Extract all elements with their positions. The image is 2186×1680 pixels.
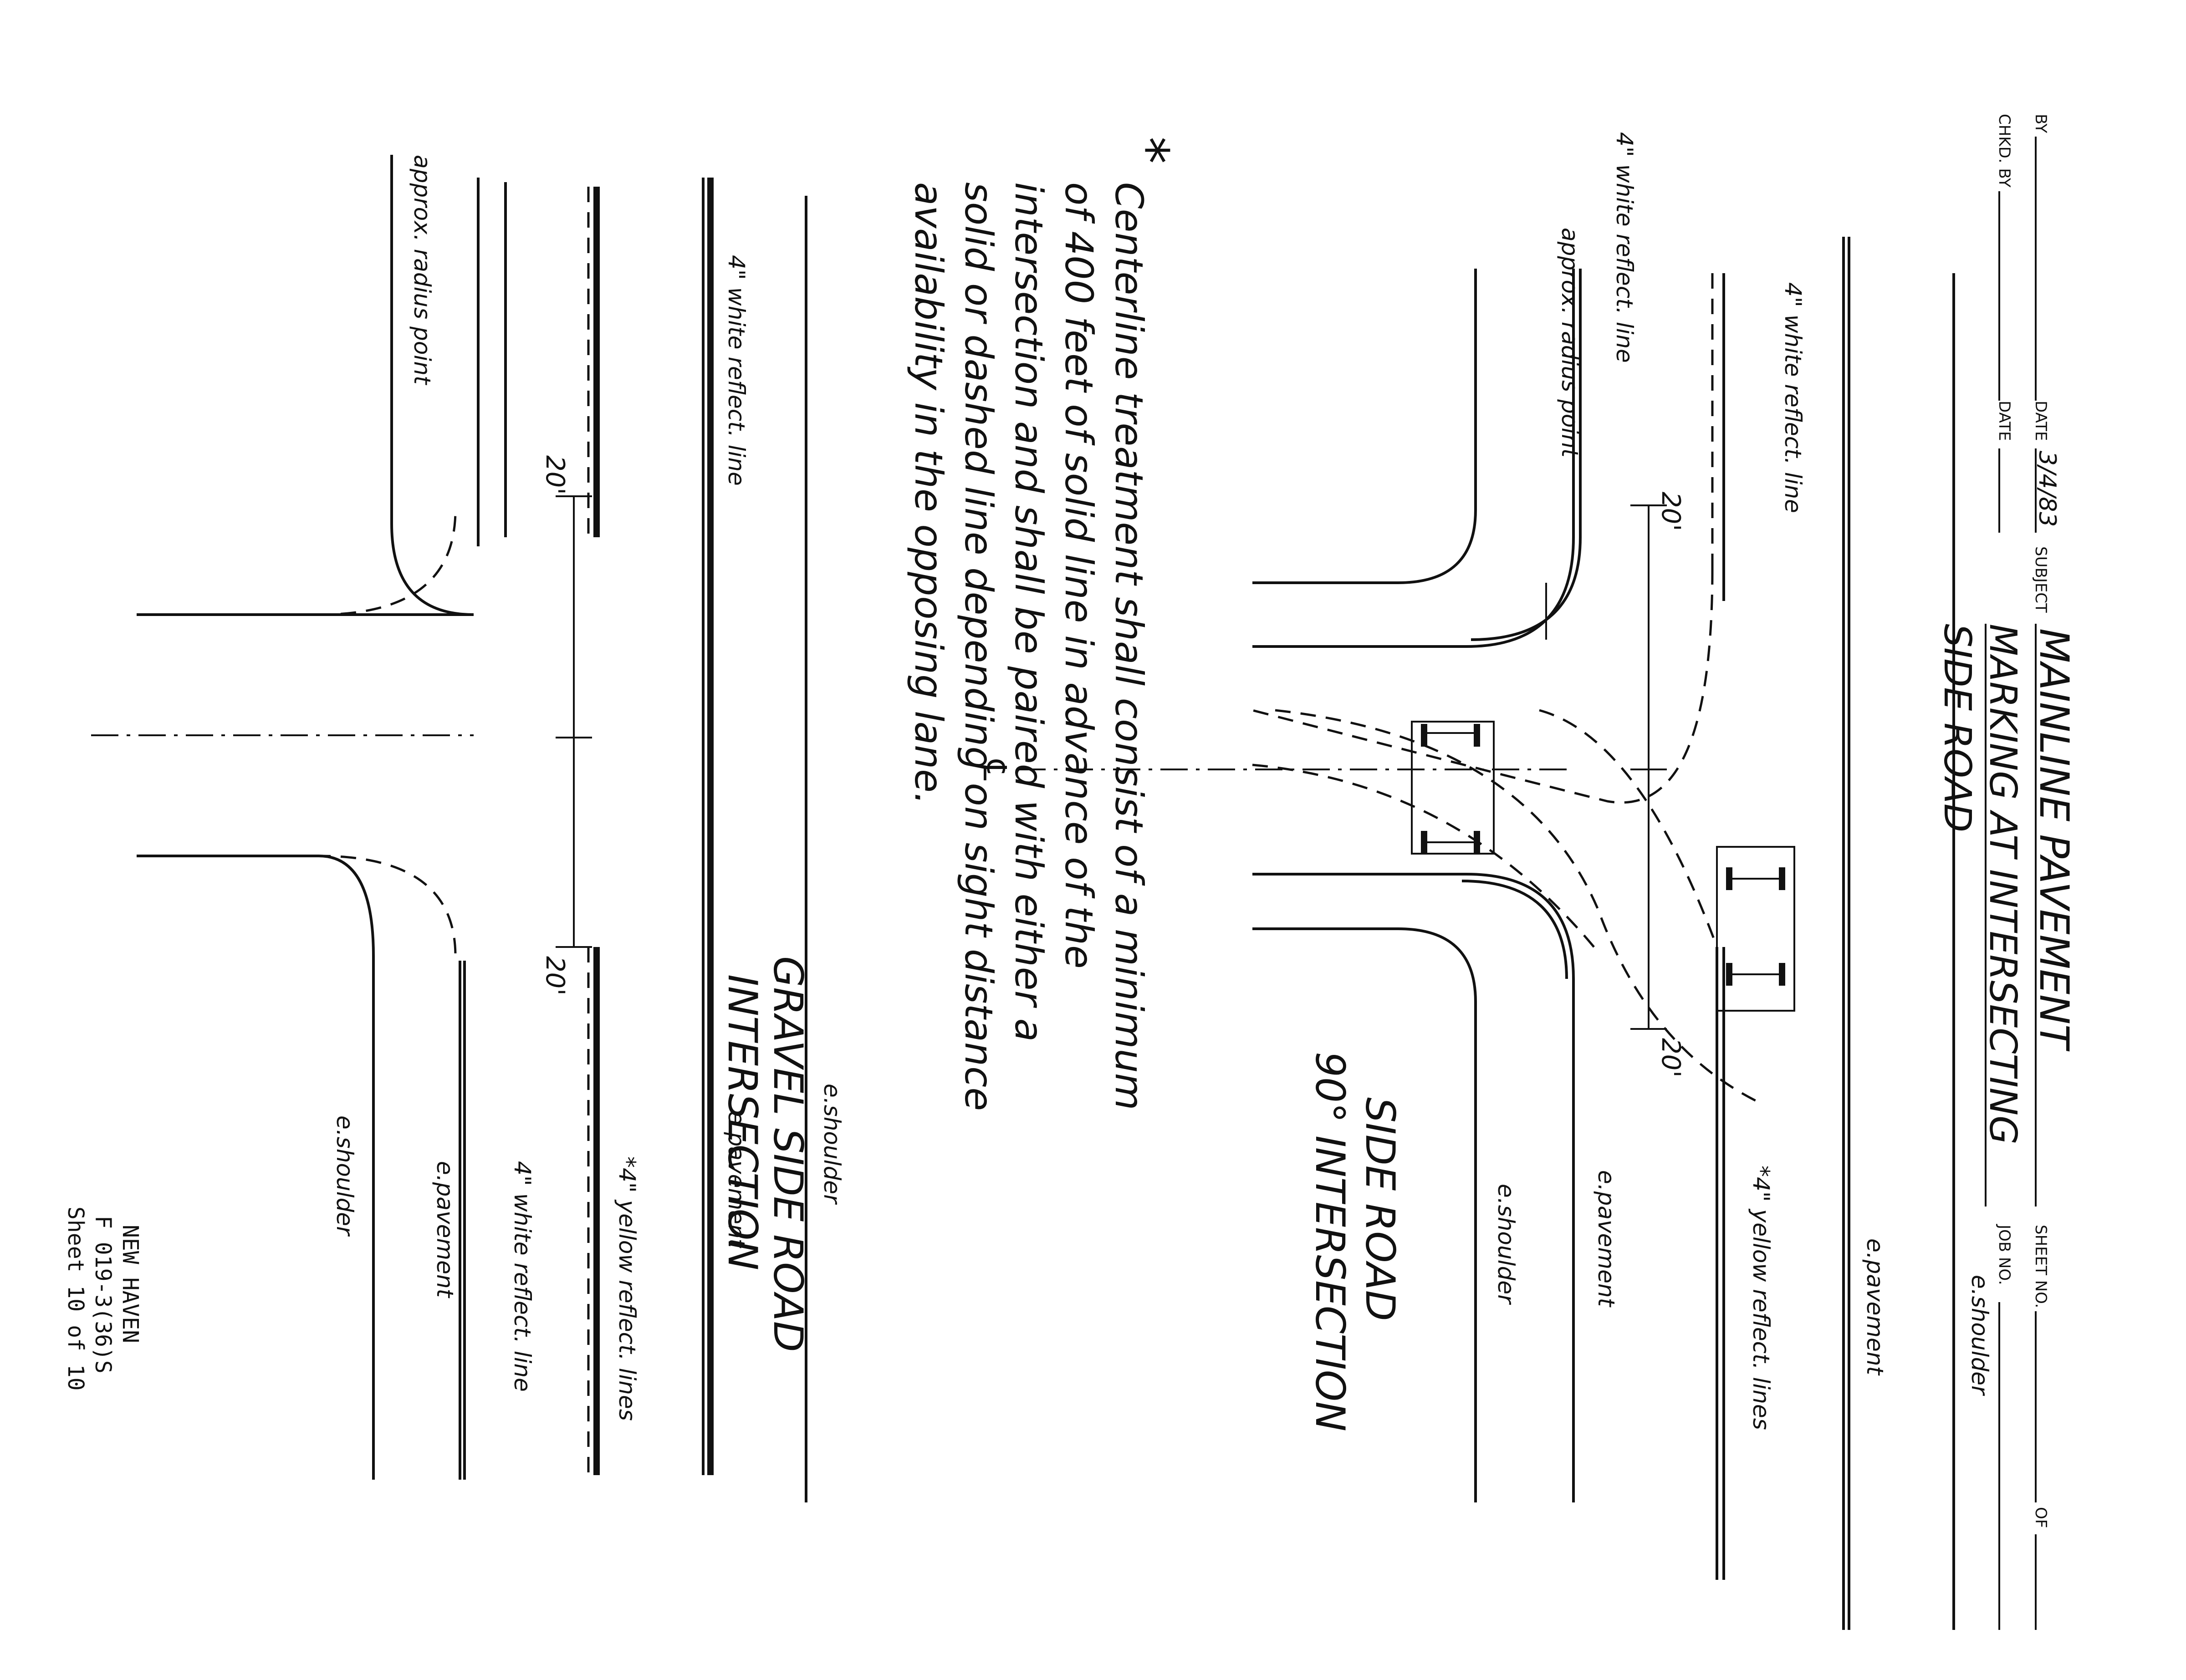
- top-pavement-label: e.pavement: [1862, 1238, 1888, 1376]
- gravel-title-line-1: GRAVEL SIDE ROAD: [765, 956, 812, 1352]
- gravel-title-line-2: INTERSECTION: [719, 974, 766, 1270]
- dim-20-right: 20': [1656, 1038, 1685, 1078]
- note-line-2: of 400 feet of solid line in advance of …: [1057, 182, 1101, 969]
- side-road-cl-symbol: ℄: [976, 756, 1013, 784]
- gravel-shoulder-bottom-label: e.shoulder: [332, 1115, 358, 1237]
- note-line-3: intersection and shall be paired with ei…: [1006, 182, 1051, 1042]
- top-white-line-upper-label: 4" white reflect. line: [1780, 282, 1806, 513]
- gravel-dim-20-right: 20': [540, 956, 570, 996]
- subject-line2: MARKING AT INTERSECTING: [1981, 624, 2024, 1145]
- top-diagram-title-1: SIDE ROAD: [1357, 1097, 1404, 1321]
- top-radius-point-label: approx. radius point: [1557, 228, 1583, 458]
- footer-new-haven: NEW HAVEN: [117, 1225, 143, 1343]
- gravel-dim-20-left: 20': [540, 455, 570, 495]
- subject-line1: MAINLINE PAVEMENT: [2031, 628, 2078, 1052]
- gravel-shoulder-top-label: e.shoulder: [819, 1084, 845, 1205]
- note-line-5: availability in the opposing lane.: [906, 182, 951, 805]
- gravel-white-line-upper-label: 4" white reflect. line: [723, 255, 750, 486]
- by-label: BY: [2032, 114, 2050, 133]
- note-line-4: solid or dashed line depending on sight …: [956, 182, 1001, 1111]
- vehicle-on-side-road: [1411, 721, 1495, 855]
- note-line-1: Centerline treatment shall consist of a …: [1107, 182, 1151, 1110]
- gravel-side-road-diagram: 20' 20' e.shoulder e.pavement 4" white r…: [504, 178, 845, 1502]
- side-road-90-diagram: ℄ 20' 20': [976, 132, 1993, 1630]
- note-asterisk: *: [1116, 137, 1180, 164]
- top-diagram-title-2: 90° INTERSECTION: [1307, 1052, 1353, 1431]
- date-value: 3/4/83: [2033, 451, 2061, 527]
- top-shoulder-label: e.shoulder: [1966, 1275, 1993, 1396]
- sheet-no-label: SHEET NO.: [2032, 1225, 2050, 1308]
- date2-label: DATE: [1995, 401, 2013, 441]
- subject-label: SUBJECT: [2032, 546, 2050, 613]
- date-label: DATE: [2032, 401, 2050, 441]
- top-yellow-lines-label: *4" yellow reflect. lines: [1748, 1166, 1774, 1430]
- footer-project: F 019-3(36)S: [90, 1216, 116, 1374]
- top-white-line-left-label: 4" white reflect. line: [1611, 132, 1638, 363]
- top-shoulder-bottom-label: e.shoulder: [1493, 1184, 1519, 1305]
- chkd-label: CHKD. BY: [1995, 114, 2013, 188]
- job-no-label: JOB NO.: [1995, 1224, 2013, 1285]
- title-block: BY DATE 3/4/83 CHKD. BY DATE SUBJECT MAI…: [1936, 114, 2078, 1630]
- subject-line3: SIDE ROAD: [1936, 624, 1979, 832]
- footer-sheet: Sheet 10 of 10: [63, 1207, 88, 1391]
- gravel-pavement-bottom-label: e.pavement: [432, 1161, 458, 1299]
- gravel-radius-point-label: approx. radius point: [409, 155, 435, 386]
- gravel-white-line-lower-label: 4" white reflect. line: [509, 1161, 536, 1392]
- top-pavement-bottom-label: e.pavement: [1593, 1170, 1619, 1308]
- gravel-yellow-lines-label: *4" yellow reflect. lines: [614, 1156, 640, 1421]
- gravel-pavement-top-label: e.pavement: [723, 1111, 750, 1249]
- centerline-note: * Centerline treatment shall consist of …: [906, 137, 1180, 1111]
- dim-20-left: 20': [1656, 492, 1685, 531]
- vehicle-on-mainline: [1716, 846, 1795, 1012]
- of-label: OF: [2032, 1507, 2050, 1528]
- rotated-drawing: BY DATE 3/4/83 CHKD. BY DATE SUBJECT MAI…: [504, 114, 2078, 1630]
- gravel-lower-area: GRAVEL SIDE ROAD INTERSECTION NEW HAVEN …: [63, 155, 812, 1480]
